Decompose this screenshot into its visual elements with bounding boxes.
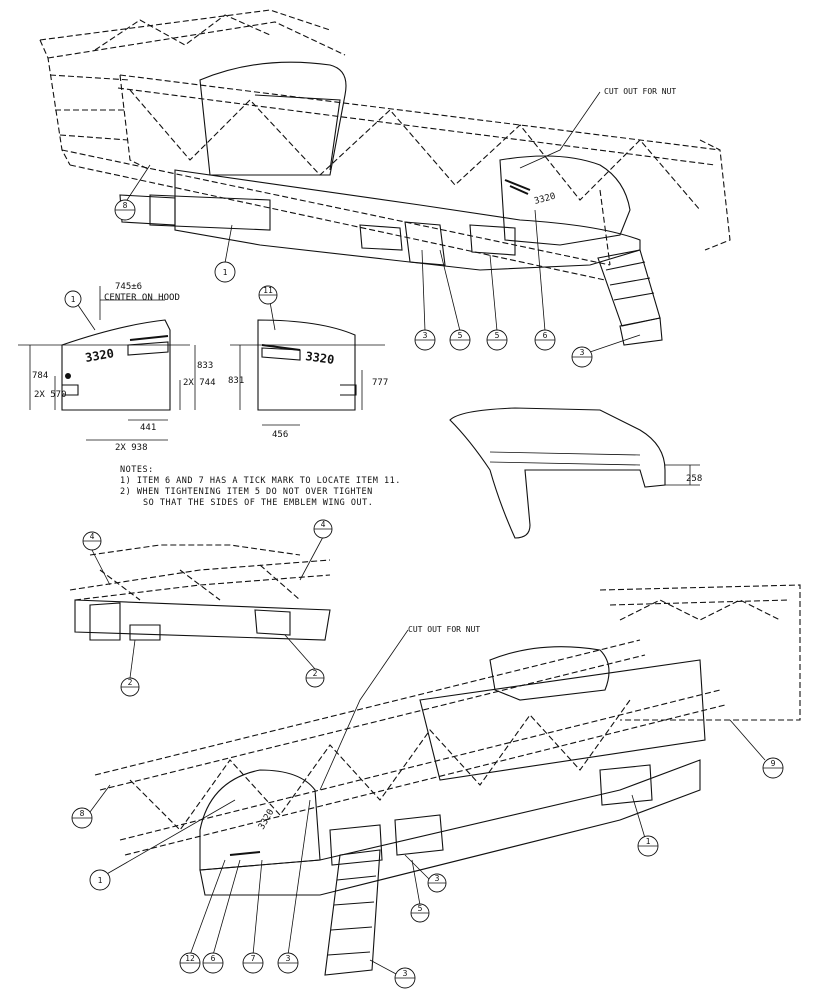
dim-2x938: 2X 938 — [115, 443, 148, 453]
svg-text:2: 2 — [128, 678, 133, 687]
cut-out-label-bottom: CUT OUT FOR NUT — [408, 625, 480, 634]
dim-745: 745±6 — [115, 282, 142, 292]
svg-text:3: 3 — [423, 331, 428, 340]
balloon-1-low: 1 — [637, 835, 659, 857]
balloon-5-low: 5 — [410, 903, 430, 923]
balloon-3-step: 3 — [571, 346, 593, 368]
balloon-2-right: 2 — [305, 668, 325, 688]
dim-777: 777 — [372, 378, 388, 388]
mid-left-view: 4 4 2 2 — [69, 519, 333, 697]
balloon-12: 12 — [179, 952, 201, 974]
svg-text:6: 6 — [543, 331, 548, 340]
notes-title: NOTES: — [120, 465, 154, 475]
svg-text:11: 11 — [263, 286, 273, 295]
balloon-4-left: 4 — [82, 531, 102, 551]
balloon-5-mid-a: 5 — [449, 329, 471, 351]
svg-text:9: 9 — [771, 759, 776, 768]
svg-text:4: 4 — [321, 520, 326, 529]
dim-833: 833 — [197, 361, 213, 371]
balloon-6-low: 6 — [202, 952, 224, 974]
balloon-4-right: 4 — [313, 519, 333, 539]
balloon-1-detail: 1 — [64, 290, 82, 308]
svg-text:5: 5 — [418, 904, 423, 913]
balloon-1-nose: 1 — [89, 869, 111, 891]
svg-text:3: 3 — [403, 969, 408, 978]
svg-text:3: 3 — [286, 954, 291, 963]
svg-text:8: 8 — [80, 809, 85, 818]
balloon-6-mid: 6 — [534, 329, 556, 351]
svg-text:6: 6 — [211, 954, 216, 963]
center-on-hood-label: CENTER ON HOOD — [104, 293, 180, 303]
top-assembly-view: 3320 CUT OUT FOR NUT — [39, 9, 731, 346]
svg-text:1: 1 — [71, 295, 76, 304]
notes-block: NOTES: 1) ITEM 6 AND 7 HAS A TICK MARK T… — [120, 465, 401, 508]
balloon-3-row: 3 — [277, 952, 299, 974]
svg-text:7: 7 — [251, 954, 256, 963]
balloon-3-mid: 3 — [414, 329, 436, 351]
dim-258: 258 — [686, 474, 702, 484]
dim-2x744: 2X 744 — [183, 378, 216, 388]
balloon-8-low: 8 — [71, 807, 93, 829]
note-line-1: 1) ITEM 6 AND 7 HAS A TICK MARK TO LOCAT… — [120, 476, 401, 486]
svg-text:1: 1 — [646, 837, 651, 846]
cut-out-label-top: CUT OUT FOR NUT — [604, 87, 676, 96]
top-view-balloons: 8 1 3 5 5 6 3 — [114, 164, 641, 368]
bottom-view-balloons: 9 8 1 1 3 5 12 6 7 3 3 — [71, 719, 784, 989]
dim-441: 441 — [140, 423, 156, 433]
hood-detail-right: 3320 831 777 456 11 — [228, 285, 388, 440]
balloon-1-top: 1 — [214, 261, 236, 283]
svg-text:1: 1 — [223, 268, 228, 277]
balloon-7-low: 7 — [242, 952, 264, 974]
svg-text:1: 1 — [98, 876, 103, 885]
balloon-8-top: 8 — [114, 199, 136, 221]
dim-831: 831 — [228, 376, 244, 386]
svg-text:5: 5 — [495, 331, 500, 340]
dim-784: 784 — [32, 371, 48, 381]
svg-text:4: 4 — [90, 532, 95, 541]
svg-text:8: 8 — [123, 201, 128, 210]
svg-text:12: 12 — [185, 954, 195, 963]
note-line-3: SO THAT THE SIDES OF THE EMBLEM WING OUT… — [143, 498, 373, 508]
balloon-2-left: 2 — [120, 677, 140, 697]
svg-text:2: 2 — [313, 669, 318, 678]
svg-text:3: 3 — [580, 348, 585, 357]
bottom-hood-model-text: 3320 — [257, 808, 277, 832]
balloon-9: 9 — [762, 757, 784, 779]
dim-2x570: 2X 570 — [34, 390, 67, 400]
top-hood-model-text: 3320 — [533, 192, 557, 207]
svg-text:5: 5 — [458, 331, 463, 340]
balloon-3-ladder: 3 — [394, 967, 416, 989]
bottom-assembly-view: 3320 CUT OUT FOR NUT — [94, 584, 801, 976]
hood-detail-left: 3320 745±6 CENTER ON HOOD 784 2X 570 833… — [18, 282, 216, 453]
dim-456: 456 — [272, 430, 288, 440]
balloon-5-mid-b: 5 — [486, 329, 508, 351]
right-hood-model-text: 3320 — [305, 349, 336, 367]
note-line-2: 2) WHEN TIGHTENING ITEM 5 DO NOT OVER TI… — [120, 487, 373, 497]
balloon-11-detail: 11 — [258, 285, 278, 305]
fender-detail: 258 — [449, 407, 702, 539]
left-hood-model-text: 3320 — [84, 346, 115, 365]
balloon-3-low: 3 — [427, 873, 447, 893]
svg-text:3: 3 — [435, 874, 440, 883]
